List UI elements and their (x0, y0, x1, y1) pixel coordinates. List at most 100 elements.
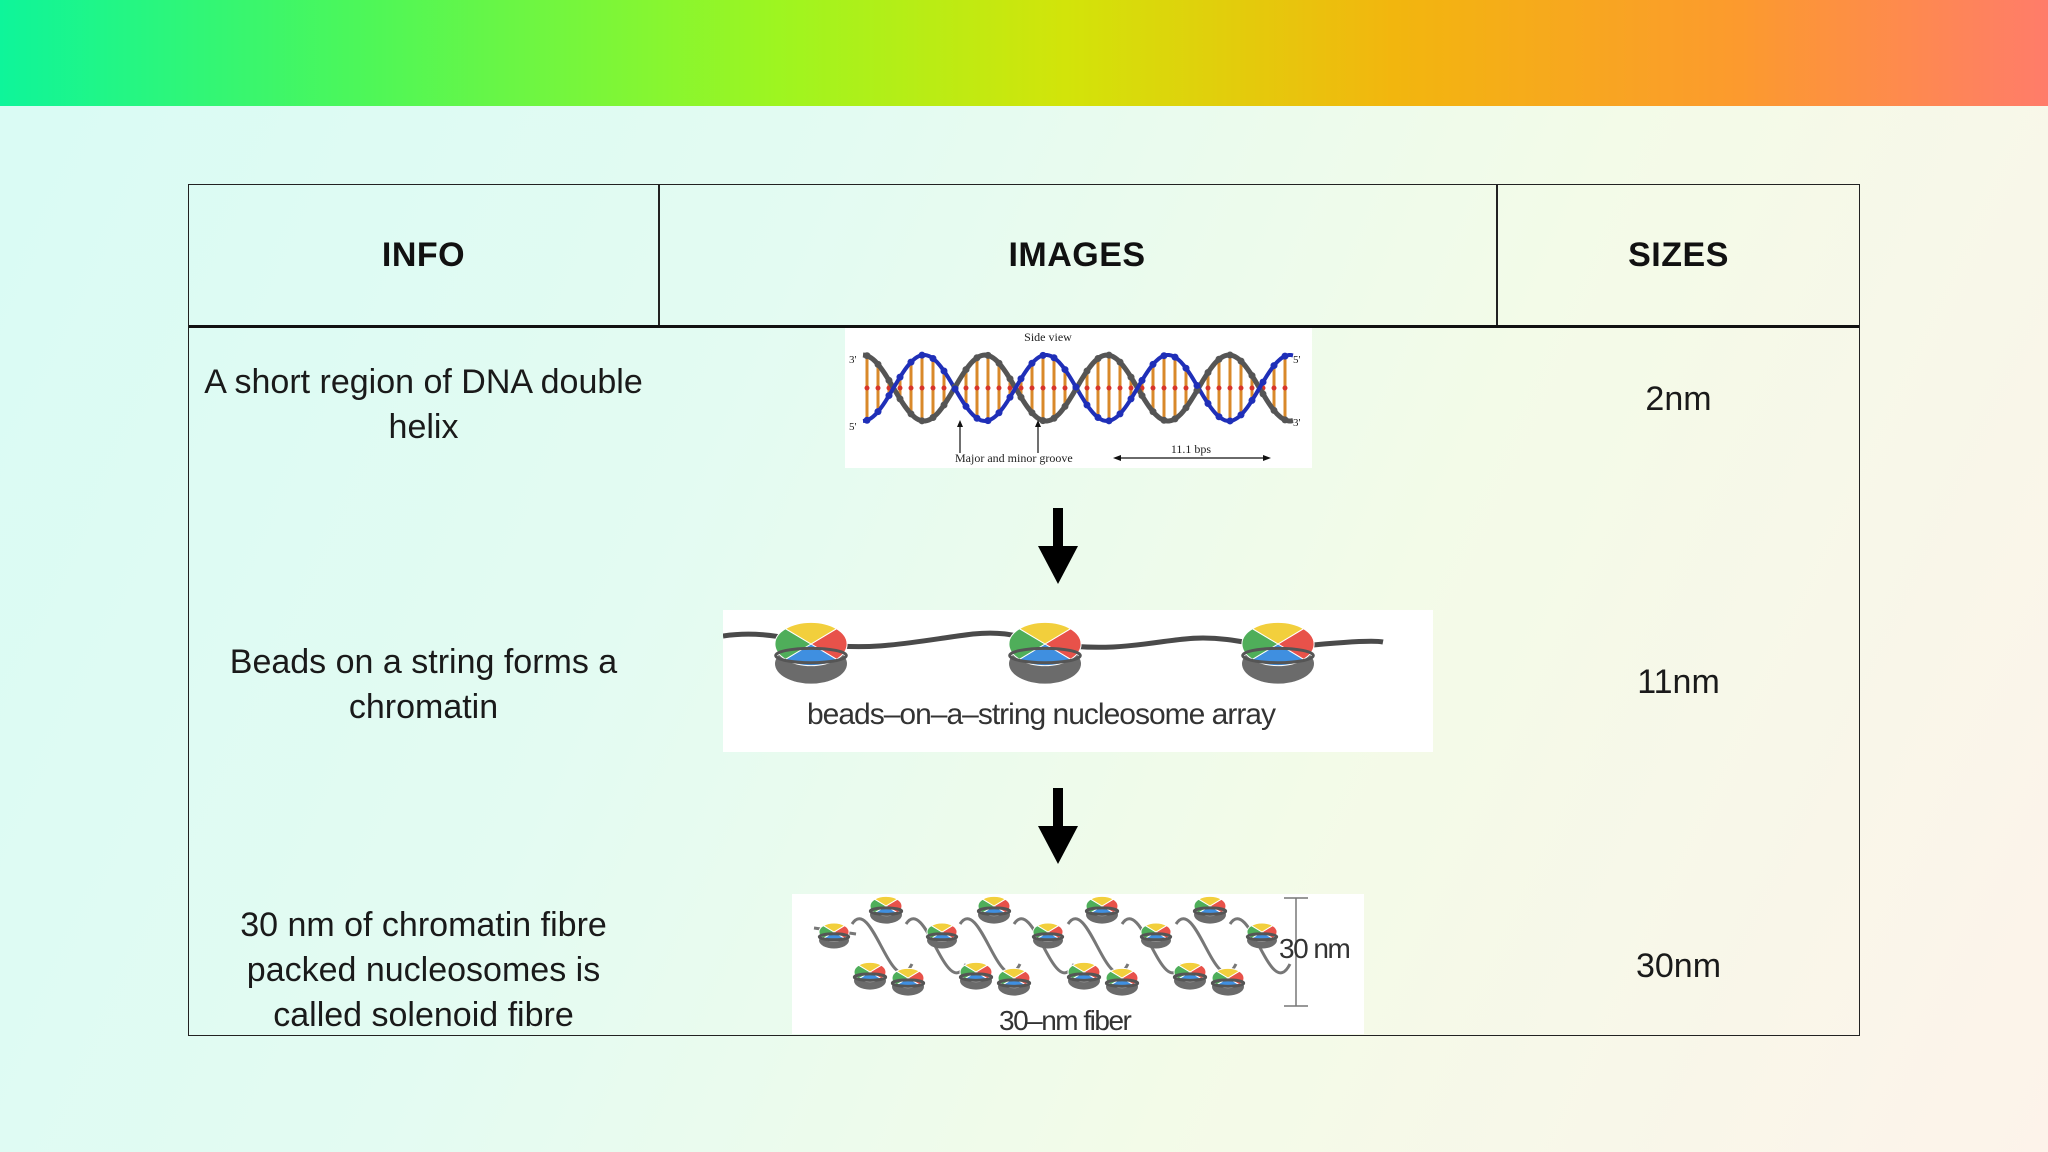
base-pair-atom (1161, 385, 1167, 391)
backbone-atom (885, 376, 893, 384)
base-pair-atom (1029, 385, 1035, 391)
row-info-beads: Beads on a string forms a chromatin (229, 643, 618, 726)
backbone-atom (1028, 409, 1036, 417)
header-info: INFO (381, 235, 466, 274)
nucleosome (890, 967, 926, 996)
backbone-atom (995, 359, 1003, 367)
beads-on-string-image: beads–on–a–string nucleosome array (723, 610, 1433, 752)
backbone-atom (1204, 368, 1212, 376)
fiber-caption: 30–nm fiber (999, 1005, 1132, 1034)
backbone-atom (1193, 387, 1201, 395)
nucleosome (1192, 895, 1228, 924)
backbone-atom (1017, 375, 1025, 383)
dna-wrap (868, 906, 904, 916)
backbone-atom (1017, 393, 1025, 401)
nucleosome (1008, 621, 1082, 684)
backbone-atom (940, 367, 948, 375)
dna-wrap (1104, 978, 1140, 988)
nucleosome (1084, 895, 1120, 924)
histone-segment (873, 895, 899, 907)
backbone-atom (896, 373, 904, 381)
histone-segment (1071, 961, 1097, 973)
histone-segment (930, 922, 954, 933)
histone-segment (1018, 621, 1072, 645)
base-pair-atom (1183, 385, 1189, 391)
backbone-atom (1171, 415, 1179, 423)
base-pair-atom (930, 385, 936, 391)
backbone-atom (1094, 414, 1102, 422)
header-divider (1496, 185, 1498, 325)
backbone-atom (984, 417, 992, 425)
backbone-atom (1281, 352, 1289, 360)
backbone-atom (929, 354, 937, 362)
backbone-atom (1193, 381, 1201, 389)
dna-wrap (817, 932, 851, 942)
base-pair-atom (985, 385, 991, 391)
nucleosome (852, 961, 888, 990)
row-info-dna: A short region of DNA double helix (204, 363, 643, 446)
backbone-atom (1160, 416, 1168, 424)
backbone-atom (1116, 358, 1124, 366)
backbone-atom (1259, 378, 1267, 386)
backbone-atom (962, 366, 970, 374)
backbone-atom (874, 408, 882, 416)
backbone-atom (1083, 401, 1091, 409)
solenoid-fiber-image: 30 nm 30–nm fiber (792, 894, 1364, 1034)
down-arrow-icon (1038, 788, 1078, 864)
base-pair-atom (1018, 385, 1024, 391)
row-info-fiber: 30 nm of chromatin fibre packed nucleoso… (240, 905, 607, 1034)
base-pair-atom (1249, 385, 1255, 391)
compaction-table: INFO IMAGES SIZES A short region of DNA … (188, 184, 1860, 1036)
histone-segment (963, 961, 989, 973)
dna-wrap (1031, 932, 1065, 942)
backbone-atom (863, 352, 871, 360)
dna-wrap (774, 646, 848, 665)
header-images: IMAGES (1008, 235, 1146, 274)
dna-helix-figure: Side view 3' 5' 5' 3' Major and minor gr… (849, 330, 1301, 465)
nucleosome (868, 895, 904, 924)
backbone-atom (918, 351, 926, 359)
nucleosome (1139, 922, 1173, 949)
histone-segment (822, 922, 846, 933)
groove-label: Major and minor groove (955, 451, 1073, 465)
arrowhead (1263, 455, 1271, 461)
backbone-atom (1270, 406, 1278, 414)
backbone-atom (1237, 411, 1245, 419)
backbone-atom (1061, 366, 1069, 374)
base-pair-atom (1172, 385, 1178, 391)
backbone-atom (1215, 355, 1223, 363)
dna-wrap (958, 972, 994, 982)
backbone-atom (1039, 417, 1047, 425)
nucleosome (1172, 961, 1208, 990)
dna-wrap (925, 932, 959, 942)
dna-wrap (976, 906, 1012, 916)
strand-end-label: 5' (849, 421, 857, 433)
base-pair-atom (1051, 385, 1057, 391)
nucleosome (1241, 621, 1315, 684)
backbone-atom (973, 354, 981, 362)
header-rule (189, 325, 1859, 328)
nucleosome (925, 922, 959, 949)
row-size-fiber: 30nm (1635, 947, 1722, 985)
base-pair-atom (1117, 385, 1123, 391)
backbone-atom (907, 358, 915, 366)
base-pair-atom (908, 385, 914, 391)
backbone-atom (1149, 360, 1157, 368)
backbone-atom (1171, 353, 1179, 361)
backbone-atom (896, 395, 904, 403)
backbone-atom (984, 351, 992, 359)
backbone-atom (995, 409, 1003, 417)
dna-wrap (1245, 932, 1279, 942)
base-pair-atom (864, 385, 870, 391)
base-pair-atom (1084, 385, 1090, 391)
histone-segment (1250, 922, 1274, 933)
base-pair-atom (1282, 385, 1288, 391)
base-pair-atom (1238, 385, 1244, 391)
backbone-atom (1006, 375, 1014, 383)
nucleosome (996, 967, 1032, 996)
backbone-atom (962, 402, 970, 410)
backbone-atom (874, 360, 882, 368)
strand-end-label: 3' (849, 354, 857, 366)
backbone-atom (1259, 390, 1267, 398)
base-pair-atom (1150, 385, 1156, 391)
